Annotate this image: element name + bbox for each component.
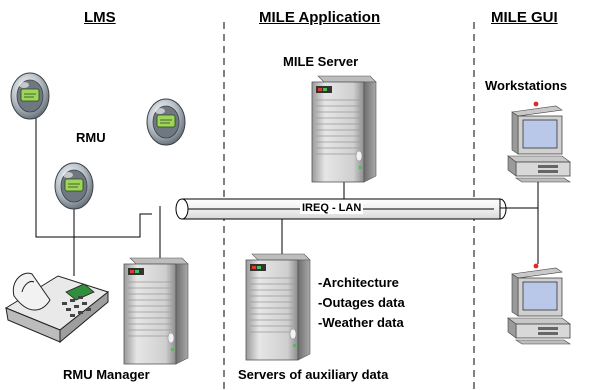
server-icon [123,257,189,365]
column-header-mile-application: MILE Application [259,9,381,26]
aux-data-item: -Architecture [318,275,399,290]
server-icon [311,75,377,183]
server-icon [245,253,311,361]
connection-lines [35,112,539,276]
column-header-lms: LMS [84,9,116,26]
rmu-manager-label: RMU Manager [63,367,150,382]
meter-icon [146,98,186,146]
aux-data-item: -Outages data [318,295,405,310]
meter-icon [54,162,94,210]
meter-icon [10,72,50,120]
workstation-icon [507,101,571,183]
lan-label: IREQ - LAN [300,202,364,214]
workstation-icon [507,263,571,345]
aux-servers-label: Servers of auxiliary data [238,367,389,382]
workstations-label: Workstations [485,78,568,93]
aux-data-list: -Architecture -Outages data -Weather dat… [318,273,405,333]
aux-data-item: -Weather data [318,315,404,330]
rmu-label: RMU [76,130,106,145]
telephone-icon [4,272,110,344]
mile-server-label: MILE Server [283,54,359,69]
column-header-mile-gui: MILE GUI [491,9,558,26]
